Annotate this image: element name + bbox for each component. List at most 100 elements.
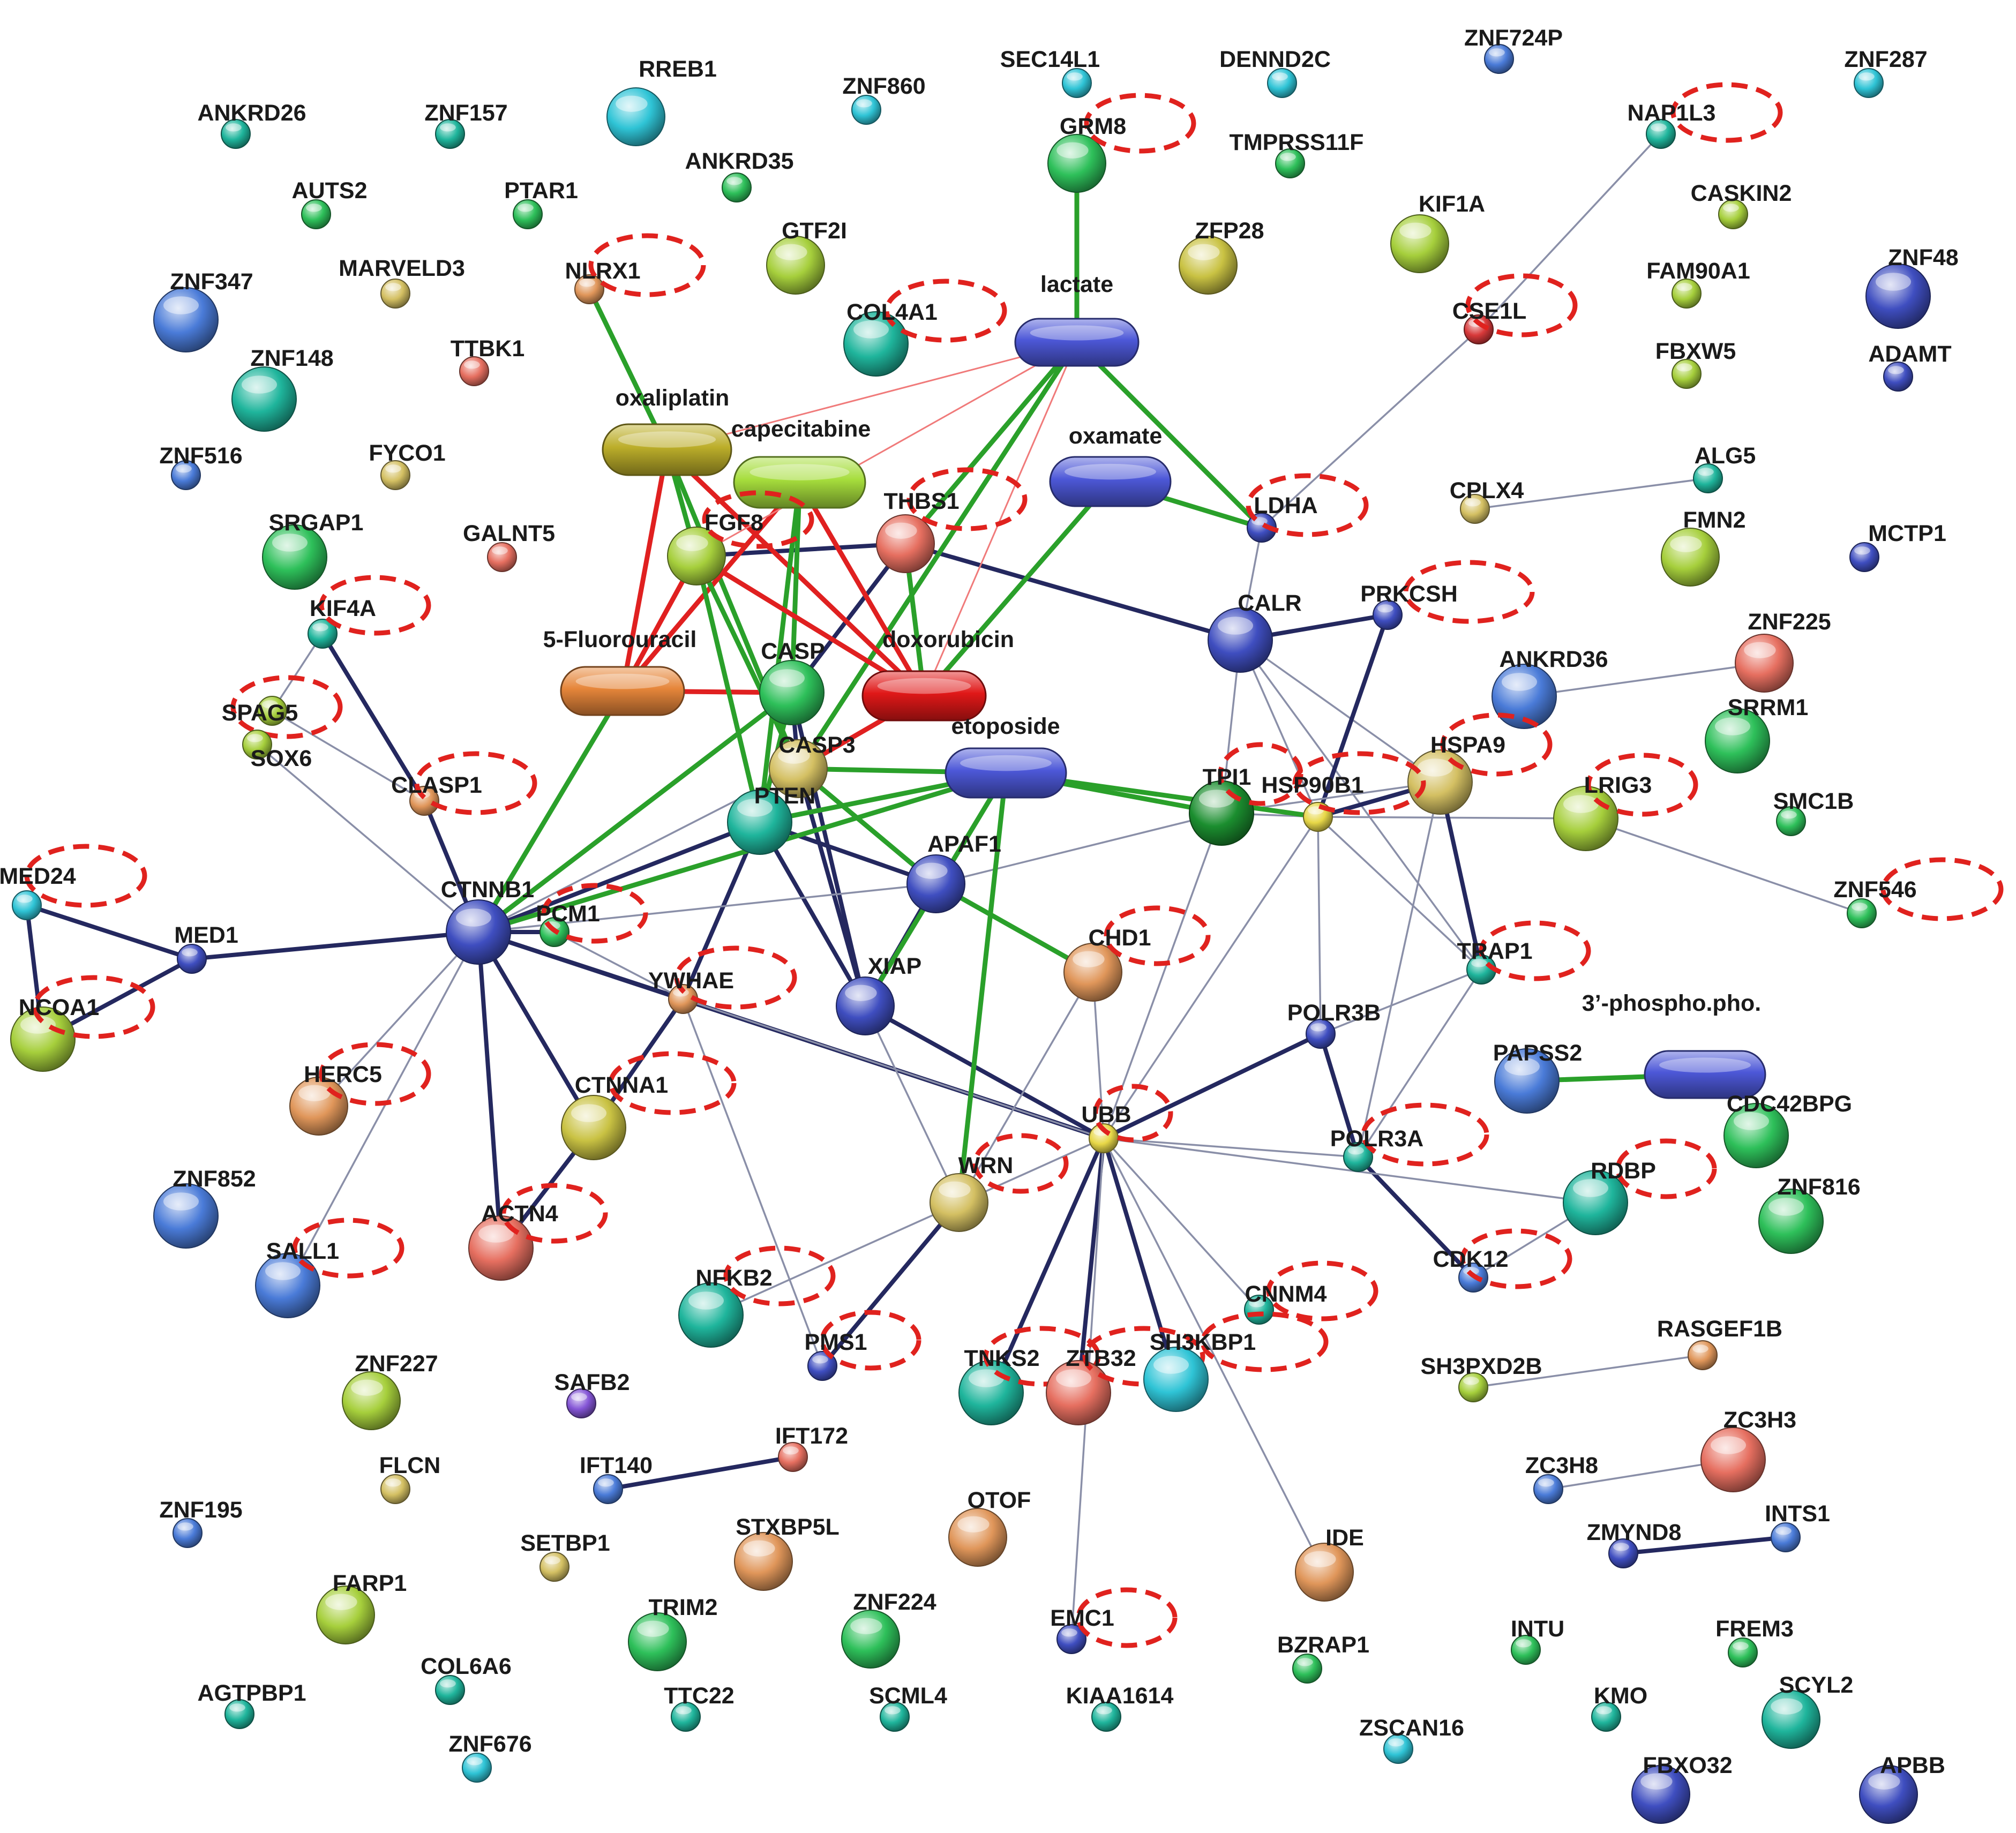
drug-node-oxamate[interactable]: oxamate [1049, 423, 1172, 507]
protein-node-marveld3[interactable]: MARVELD3 [339, 256, 465, 309]
protein-node-trap1[interactable]: TRAP1 [1457, 920, 1591, 985]
protein-node-ankrd35[interactable]: ANKRD35 [685, 148, 794, 202]
protein-node-znf148[interactable]: ZNF148 [231, 345, 334, 432]
protein-node-fmn2[interactable]: FMN2 [1661, 507, 1746, 587]
protein-node-zmynd8[interactable]: ZMYND8 [1587, 1520, 1682, 1568]
protein-node-col6a6[interactable]: COL6A6 [421, 1654, 512, 1705]
protein-node-fgf8[interactable]: FGF8 [667, 490, 814, 585]
protein-node-sox6[interactable]: SOX6 [242, 730, 312, 771]
protein-node-adamt[interactable]: ADAMT [1868, 341, 1952, 392]
protein-node-ints1[interactable]: INTS1 [1765, 1501, 1830, 1552]
protein-node-znf860[interactable]: ZNF860 [842, 73, 926, 125]
protein-node-nfkb2[interactable]: NFKB2 [678, 1245, 836, 1348]
protein-node-ptar1[interactable]: PTAR1 [504, 178, 578, 229]
protein-node-srgap1[interactable]: SRGAP1 [262, 510, 363, 590]
protein-node-znf724p[interactable]: ZNF724P [1464, 25, 1563, 74]
protein-node-chd1[interactable]: CHD1 [1063, 905, 1211, 1002]
protein-node-ttbk1[interactable]: TTBK1 [451, 336, 525, 386]
drug-node-lactate[interactable]: lactate [1014, 272, 1140, 367]
protein-node-med1[interactable]: MED1 [174, 922, 238, 974]
protein-node-cse1l[interactable]: CSE1L [1452, 273, 1578, 344]
protein-node-bzrap1[interactable]: BZRAP1 [1277, 1632, 1369, 1684]
protein-node-fbxo32[interactable]: FBXO32 [1631, 1753, 1733, 1824]
protein-node-zfp28[interactable]: ZFP28 [1179, 218, 1264, 295]
drug-node-phospho[interactable]: 3’-phospho.pho. [1582, 990, 1766, 1099]
protein-node-cnnm4[interactable]: CNNM4 [1244, 1260, 1378, 1325]
protein-node-cdk12[interactable]: CDK12 [1433, 1228, 1572, 1293]
protein-node-ubb[interactable]: UBB [1081, 1084, 1173, 1153]
protein-node-cplx4[interactable]: CPLX4 [1450, 478, 1524, 524]
protein-node-nap1l3[interactable]: NAP1L3 [1628, 82, 1783, 149]
protein-node-znf516[interactable]: ZNF516 [159, 443, 243, 490]
protein-node-papss2[interactable]: PAPSS2 [1493, 1040, 1583, 1114]
protein-node-tnks2[interactable]: TNKS2 [958, 1326, 1101, 1425]
protein-node-tmprss11f[interactable]: TMPRSS11F [1230, 130, 1364, 178]
protein-node-caskin2[interactable]: CASKIN2 [1691, 181, 1792, 229]
protein-node-znf287[interactable]: ZNF287 [1844, 47, 1928, 98]
protein-node-herc5[interactable]: HERC5 [289, 1042, 431, 1136]
protein-node-rasgef1b[interactable]: RASGEF1B [1657, 1316, 1782, 1370]
protein-node-ankrd26[interactable]: ANKRD26 [197, 100, 306, 149]
protein-node-fyco1[interactable]: FYCO1 [369, 440, 446, 490]
protein-node-apbb[interactable]: APBB [1859, 1753, 1945, 1824]
protein-node-znf227[interactable]: ZNF227 [342, 1351, 438, 1430]
protein-node-emc1[interactable]: EMC1 [1050, 1587, 1178, 1654]
protein-node-scyl2[interactable]: SCYL2 [1762, 1672, 1853, 1749]
protein-node-scml4[interactable]: SCML4 [869, 1683, 947, 1732]
protein-node-pms1[interactable]: PMS1 [804, 1310, 921, 1381]
protein-node-znf157[interactable]: ZNF157 [424, 100, 508, 149]
protein-node-xiap[interactable]: XIAP [836, 953, 921, 1035]
protein-node-casp[interactable]: CASP [759, 638, 825, 725]
protein-node-farp1[interactable]: FARP1 [316, 1571, 407, 1644]
protein-node-sall1[interactable]: SALL1 [255, 1218, 404, 1318]
protein-node-intu[interactable]: INTU [1511, 1616, 1564, 1665]
protein-node-znf195[interactable]: ZNF195 [159, 1497, 243, 1548]
protein-node-ldha[interactable]: LDHA [1246, 473, 1369, 543]
protein-node-pten[interactable]: PTEN [727, 783, 815, 855]
protein-node-kif1a[interactable]: KIF1A [1390, 191, 1485, 273]
protein-node-ttc22[interactable]: TTC22 [664, 1683, 735, 1732]
protein-node-znf816[interactable]: ZNF816 [1758, 1174, 1861, 1254]
protein-node-spag5[interactable]: SPAG5 [222, 675, 343, 739]
protein-node-stxbp5l[interactable]: STXBP5L [734, 1514, 840, 1591]
protein-node-setbp1[interactable]: SETBP1 [520, 1530, 610, 1582]
protein-node-alg5[interactable]: ALG5 [1693, 443, 1756, 493]
protein-node-actn4[interactable]: ACTN4 [468, 1183, 608, 1281]
protein-node-smc1b[interactable]: SMC1B [1773, 788, 1854, 836]
protein-node-dennd2c[interactable]: DENND2C [1219, 47, 1331, 98]
protein-node-sh3pxd2b[interactable]: SH3PXD2B [1420, 1354, 1542, 1402]
protein-node-znf48[interactable]: ZNF48 [1865, 245, 1959, 329]
protein-node-zc3h8[interactable]: ZC3H8 [1525, 1453, 1598, 1504]
protein-node-med24[interactable]: MED24 [0, 844, 147, 920]
protein-node-mctp1[interactable]: MCTP1 [1849, 521, 1946, 572]
protein-node-ctnna1[interactable]: CTNNA1 [561, 1051, 737, 1160]
protein-node-frem3[interactable]: FREM3 [1715, 1616, 1794, 1667]
protein-node-trim2[interactable]: TRIM2 [628, 1595, 718, 1671]
protein-node-znf224[interactable]: ZNF224 [841, 1589, 936, 1669]
protein-node-ankrd36[interactable]: ANKRD36 [1492, 647, 1608, 729]
drug-node-etoposide[interactable]: etoposide [945, 713, 1067, 799]
protein-node-apaf1[interactable]: APAF1 [906, 831, 1001, 913]
protein-node-ctnnb1[interactable]: CTNNB1 [441, 877, 534, 965]
protein-node-galnt5[interactable]: GALNT5 [463, 521, 555, 572]
protein-node-srrm1[interactable]: SRRM1 [1705, 695, 1808, 773]
protein-node-fam90a1[interactable]: FAM90A1 [1646, 258, 1750, 309]
drug-node-oxaliplatin[interactable]: oxaliplatin [602, 385, 732, 476]
protein-node-tpi1[interactable]: TPI1 [1189, 742, 1303, 846]
protein-node-auts2[interactable]: AUTS2 [292, 178, 368, 229]
protein-node-cdc42bpg[interactable]: CDC42BPG [1723, 1091, 1852, 1168]
protein-node-ide[interactable]: IDE [1295, 1525, 1364, 1602]
protein-node-casp3[interactable]: CASP3 [769, 732, 856, 798]
protein-node-sh3kbp1[interactable]: SH3KBP1 [1143, 1311, 1329, 1412]
protein-node-pcm1[interactable]: PCM1 [536, 883, 648, 947]
protein-node-sec14l1[interactable]: SEC14L1 [1000, 47, 1100, 98]
protein-node-zscan16[interactable]: ZSCAN16 [1359, 1715, 1464, 1764]
protein-node-lrig3[interactable]: LRIG3 [1553, 753, 1698, 851]
protein-node-znf546[interactable]: ZNF546 [1833, 857, 2004, 928]
protein-node-znf347[interactable]: ZNF347 [153, 269, 253, 352]
protein-node-ywhae[interactable]: YWHAE [648, 945, 797, 1014]
protein-node-rreb1[interactable]: RREB1 [606, 56, 717, 146]
protein-node-agtpbp1[interactable]: AGTPBP1 [197, 1680, 306, 1729]
protein-node-kiaa1614[interactable]: KIAA1614 [1066, 1683, 1174, 1732]
protein-node-calr[interactable]: CALR [1208, 590, 1302, 673]
